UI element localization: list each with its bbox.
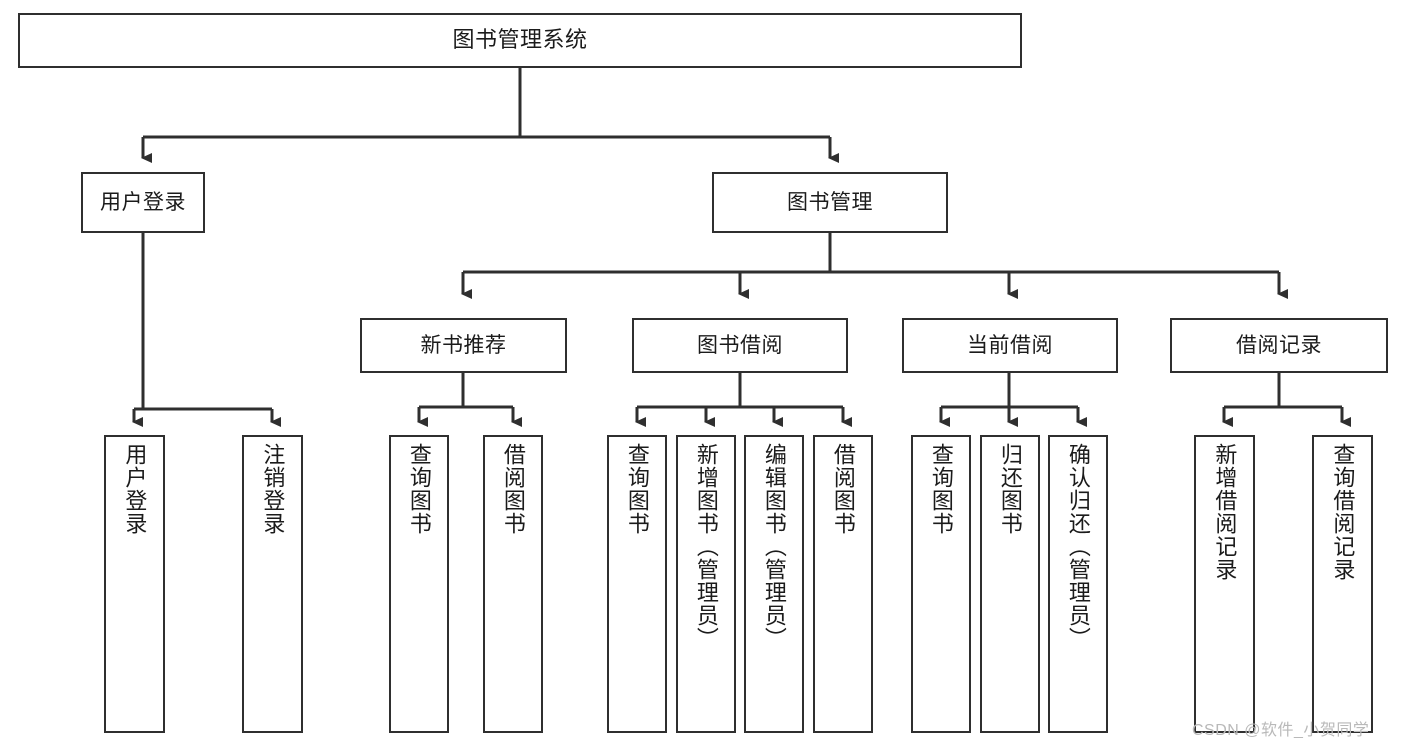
node-user-login-label: 用户登录 [100, 190, 186, 214]
node-borrow-record-label: 借阅记录 [1236, 333, 1322, 357]
node-book-borrow[interactable]: 图书借阅 [632, 318, 848, 373]
node-leaf-edit-book-label: 编辑图书（管理员） [761, 443, 787, 650]
node-leaf-query-book-3-label: 查询图书 [928, 443, 954, 535]
node-leaf-borrow-book-2-label: 借阅图书 [830, 443, 856, 535]
node-leaf-return-book[interactable]: 归还图书 [980, 435, 1040, 733]
node-leaf-borrow-book-2[interactable]: 借阅图书 [813, 435, 873, 733]
node-root-label: 图书管理系统 [452, 27, 588, 53]
node-leaf-add-record[interactable]: 新增借阅记录 [1194, 435, 1255, 733]
node-leaf-user-login[interactable]: 用户登录 [104, 435, 165, 733]
node-book-manage-label: 图书管理 [787, 190, 873, 214]
node-new-book-rec-label: 新书推荐 [420, 333, 507, 357]
watermark: CSDN @软件_小贺同学 [1192, 716, 1369, 740]
node-leaf-query-book-1[interactable]: 查询图书 [389, 435, 449, 733]
node-leaf-confirm-return[interactable]: 确认归还（管理员） [1048, 435, 1108, 733]
node-leaf-borrow-book-1-label: 借阅图书 [500, 443, 526, 535]
node-leaf-query-book-2[interactable]: 查询图书 [607, 435, 667, 733]
node-leaf-query-book-3[interactable]: 查询图书 [911, 435, 971, 733]
node-leaf-add-book-label: 新增图书（管理员） [693, 443, 719, 650]
node-leaf-user-login-label: 用户登录 [122, 443, 148, 535]
node-leaf-logout-label: 注销登录 [260, 443, 286, 535]
node-leaf-add-book[interactable]: 新增图书（管理员） [676, 435, 736, 733]
node-current-borrow[interactable]: 当前借阅 [902, 318, 1118, 373]
node-new-book-rec[interactable]: 新书推荐 [360, 318, 567, 373]
node-leaf-query-book-2-label: 查询图书 [624, 443, 650, 535]
node-book-borrow-label: 图书借阅 [697, 333, 783, 357]
node-leaf-return-book-label: 归还图书 [997, 443, 1023, 535]
node-borrow-record[interactable]: 借阅记录 [1170, 318, 1388, 373]
watermark-text: CSDN @软件_小贺同学 [1192, 722, 1370, 739]
node-root[interactable]: 图书管理系统 [18, 13, 1022, 68]
node-leaf-add-record-label: 新增借阅记录 [1212, 443, 1238, 581]
node-leaf-borrow-book-1[interactable]: 借阅图书 [483, 435, 543, 733]
node-leaf-edit-book[interactable]: 编辑图书（管理员） [744, 435, 804, 733]
node-leaf-logout[interactable]: 注销登录 [242, 435, 303, 733]
node-user-login[interactable]: 用户登录 [81, 172, 205, 233]
node-book-manage[interactable]: 图书管理 [712, 172, 948, 233]
node-leaf-query-book-1-label: 查询图书 [406, 443, 432, 535]
node-leaf-confirm-return-label: 确认归还（管理员） [1065, 443, 1091, 650]
node-leaf-query-record[interactable]: 查询借阅记录 [1312, 435, 1373, 733]
node-current-borrow-label: 当前借阅 [967, 333, 1053, 357]
node-leaf-query-record-label: 查询借阅记录 [1330, 443, 1356, 581]
